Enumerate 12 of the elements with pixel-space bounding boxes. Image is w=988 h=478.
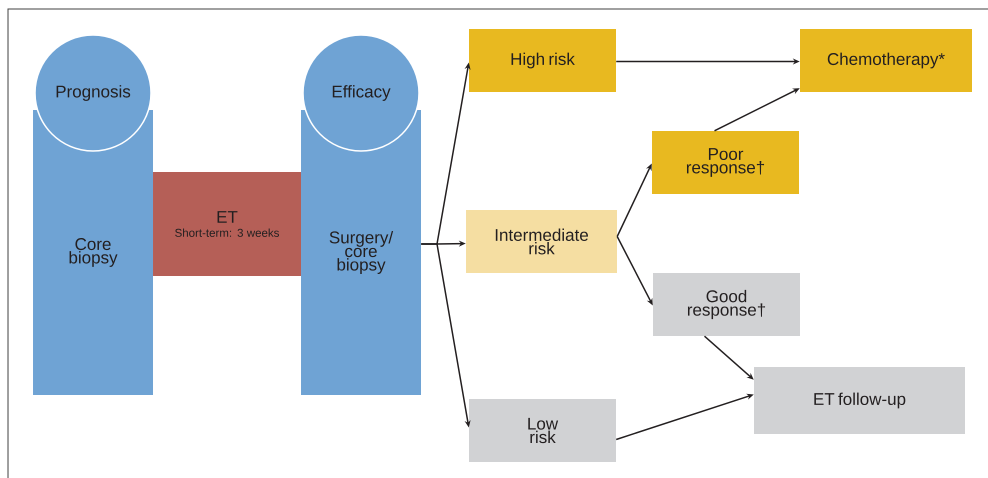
process-box: Chemotherapy* [800,29,972,92]
circle-label: Efficacy [302,34,420,152]
process-box: High risk [469,29,616,92]
treatment-box: ET Short-term: 3 weeks [153,172,301,276]
process-box: ET follow-up [754,367,965,434]
process-box: Low risk [469,399,616,462]
node-label: Core biopsy [70,238,118,267]
node-label: Surgery/ core biopsy [330,231,394,274]
process-box: Poor response† [652,131,799,194]
process-box: Good response† [653,273,800,336]
process-box: Intermediate risk [466,210,617,273]
circle-label: Prognosis [34,34,152,152]
